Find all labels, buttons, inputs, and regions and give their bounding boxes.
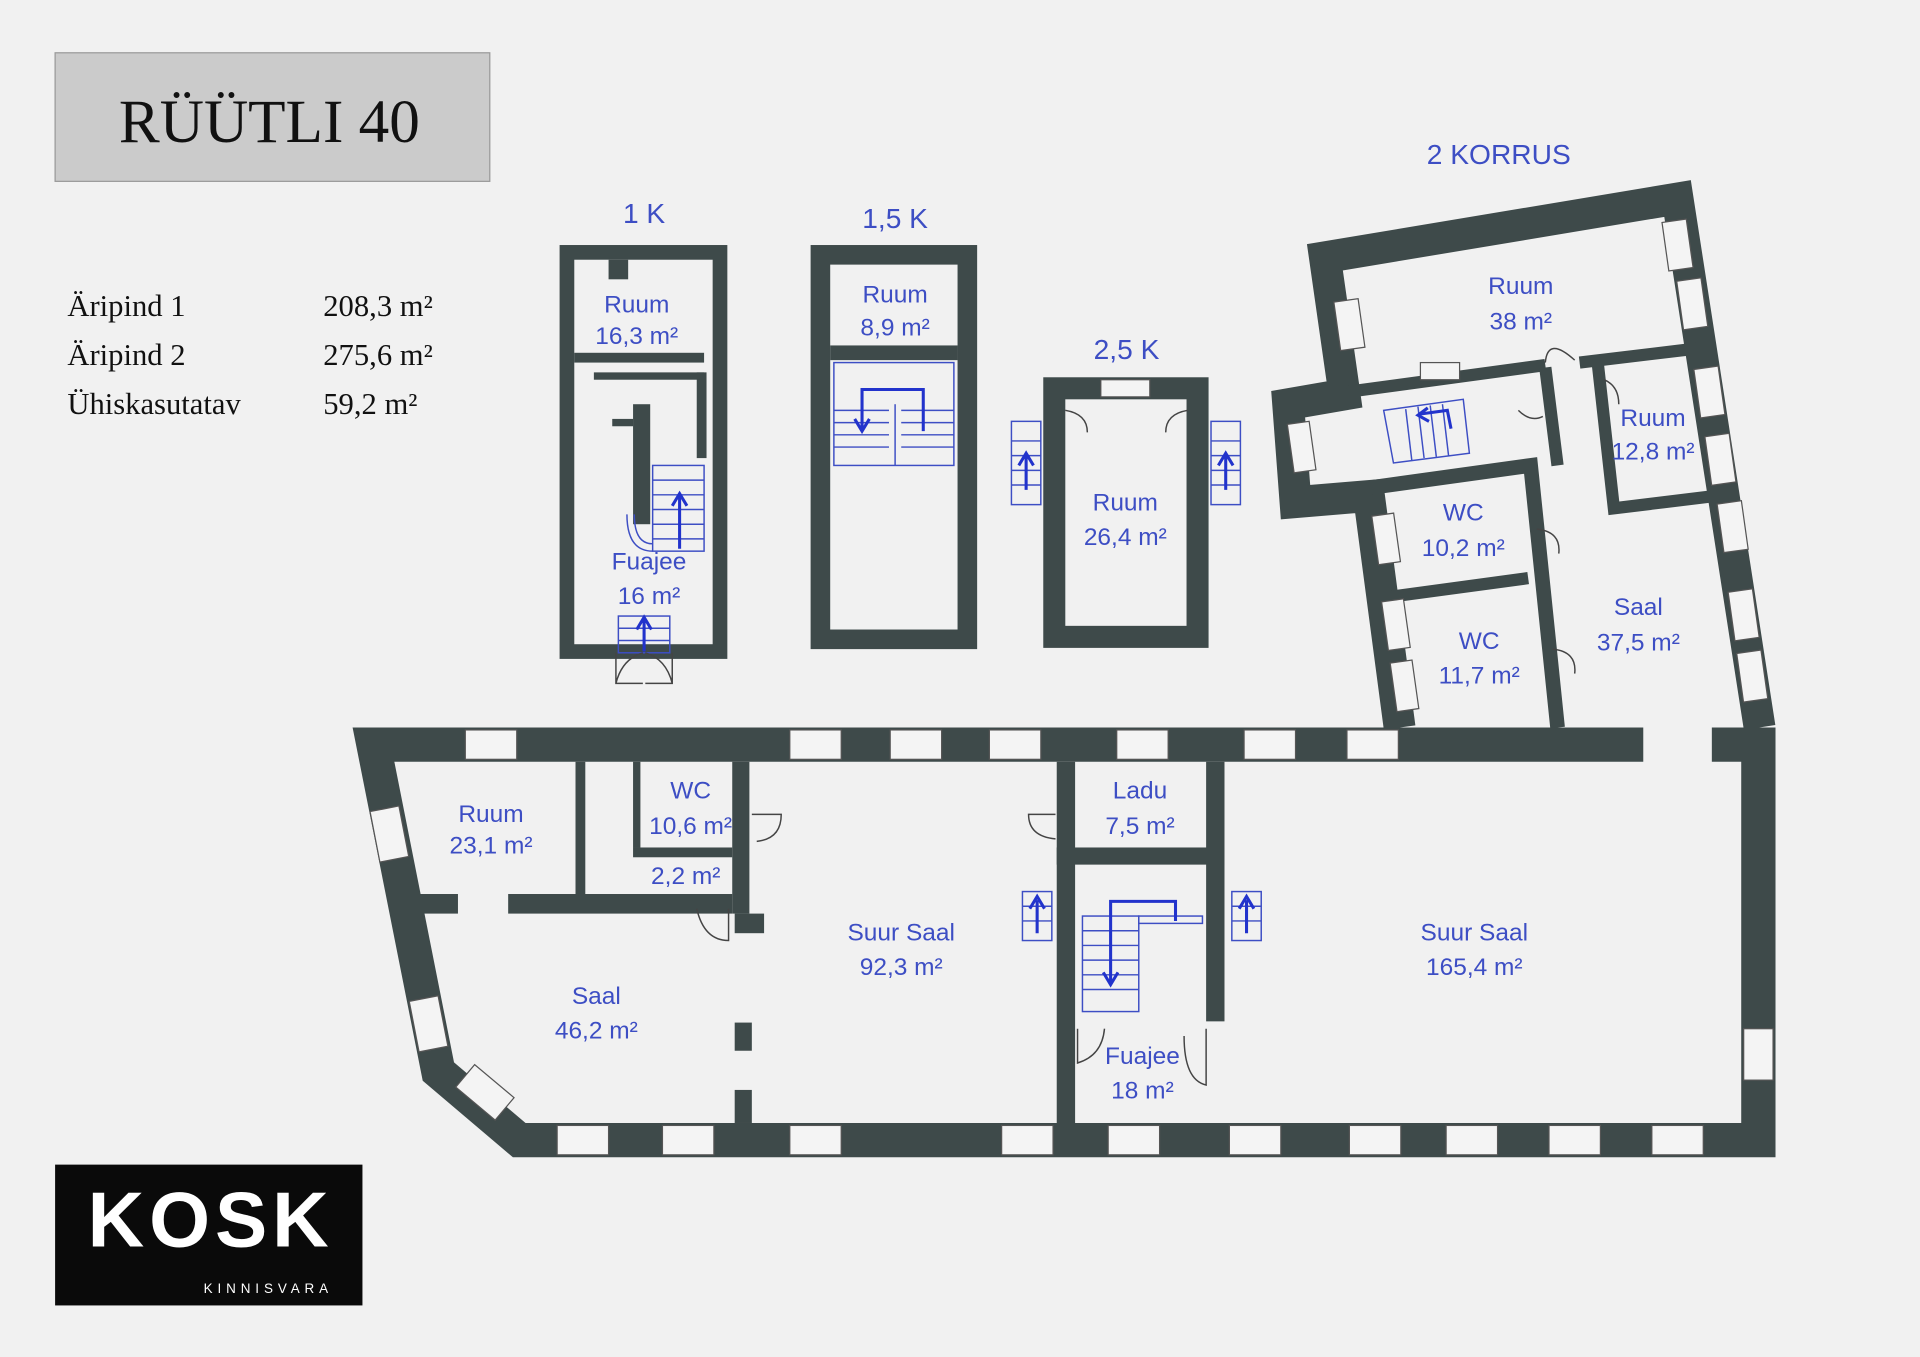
room-name: Saal: [1614, 594, 1663, 621]
room-area: 8,9 m²: [860, 315, 929, 342]
summary-label: Ühiskasutatav: [67, 387, 241, 421]
summary-value: 208,3 m²: [323, 289, 433, 323]
room-area: 12,8 m²: [1612, 438, 1695, 465]
summary-value: 59,2 m²: [323, 387, 417, 421]
room-area: 46,2 m²: [555, 1018, 638, 1045]
room-area: 38 m²: [1490, 309, 1553, 336]
room-area: 18 m²: [1111, 1078, 1174, 1105]
room-name: Ruum: [458, 801, 523, 828]
kosk-logo: KOSK KINNISVARA: [55, 1164, 363, 1306]
room-area: 7,5 m²: [1105, 813, 1174, 840]
summary-value: 275,6 m²: [323, 338, 433, 372]
room-name: Suur Saal: [847, 920, 954, 947]
logo-brand: KOSK: [88, 1176, 334, 1264]
summary-label: Äripind 2: [67, 338, 185, 372]
room-area: 2,2 m²: [651, 863, 720, 890]
page-title: RÜÜTLI 40: [119, 88, 420, 156]
room-name: Suur Saal: [1421, 920, 1528, 947]
room-name: Ruum: [604, 291, 669, 318]
room-name: Ruum: [1488, 273, 1553, 300]
room-area: 92,3 m²: [860, 954, 943, 981]
room-area: 16 m²: [618, 583, 681, 610]
room-area: 26,4 m²: [1084, 524, 1167, 551]
room-name: Ruum: [1093, 490, 1158, 517]
floor-label-1k: 1 K: [623, 198, 665, 229]
plan-2-korrus: Ruum 38 m² Ruum 12,8 m² WC 10,2 m² WC 11…: [1271, 180, 1776, 730]
room-area: 16,3 m²: [595, 323, 678, 350]
room-name: Ruum: [1620, 405, 1685, 432]
room-name: Ruum: [862, 282, 927, 309]
stair-icon: [626, 464, 705, 552]
stair-icon: [833, 361, 955, 467]
stair-icon: [1010, 420, 1242, 506]
room-name: Fuajee: [1105, 1043, 1180, 1070]
room-area: 10,6 m²: [649, 813, 732, 840]
room-name: WC: [1443, 500, 1484, 527]
room-area: 11,7 m²: [1439, 662, 1520, 689]
window: [1286, 218, 1769, 713]
room-name: Ladu: [1113, 778, 1167, 805]
room-area: 165,4 m²: [1426, 954, 1523, 981]
room-area: 10,2 m²: [1422, 535, 1505, 562]
plan-1k: Ruum 16,3 m² Fuajee 16 m²: [559, 245, 728, 685]
plan-2-5k: Ruum 26,4 m²: [1010, 377, 1242, 648]
floor-label-2-5k: 2,5 K: [1094, 334, 1160, 365]
room-name: Fuajee: [612, 549, 687, 576]
area-summary: Äripind 1 208,3 m² Äripind 2 275,6 m² Üh…: [67, 289, 432, 421]
floor-label-1-5k: 1,5 K: [862, 203, 928, 234]
room-area: 37,5 m²: [1597, 629, 1680, 656]
title-box: RÜÜTLI 40: [54, 52, 491, 182]
floor-label-2-korrus: 2 KORRUS: [1427, 139, 1571, 170]
room-area: 23,1 m²: [450, 833, 533, 860]
summary-label: Äripind 1: [67, 289, 185, 323]
logo-subtitle: KINNISVARA: [204, 1281, 333, 1296]
room-name: Saal: [572, 983, 621, 1010]
window: [369, 729, 1774, 1156]
room-name: WC: [670, 778, 711, 805]
plan-1-5k: Ruum 8,9 m²: [810, 245, 978, 650]
room-name: WC: [1459, 628, 1500, 655]
plan-ground: Ruum 23,1 m² WC 10,6 m² 2,2 m² Suur Saal…: [352, 727, 1776, 1158]
